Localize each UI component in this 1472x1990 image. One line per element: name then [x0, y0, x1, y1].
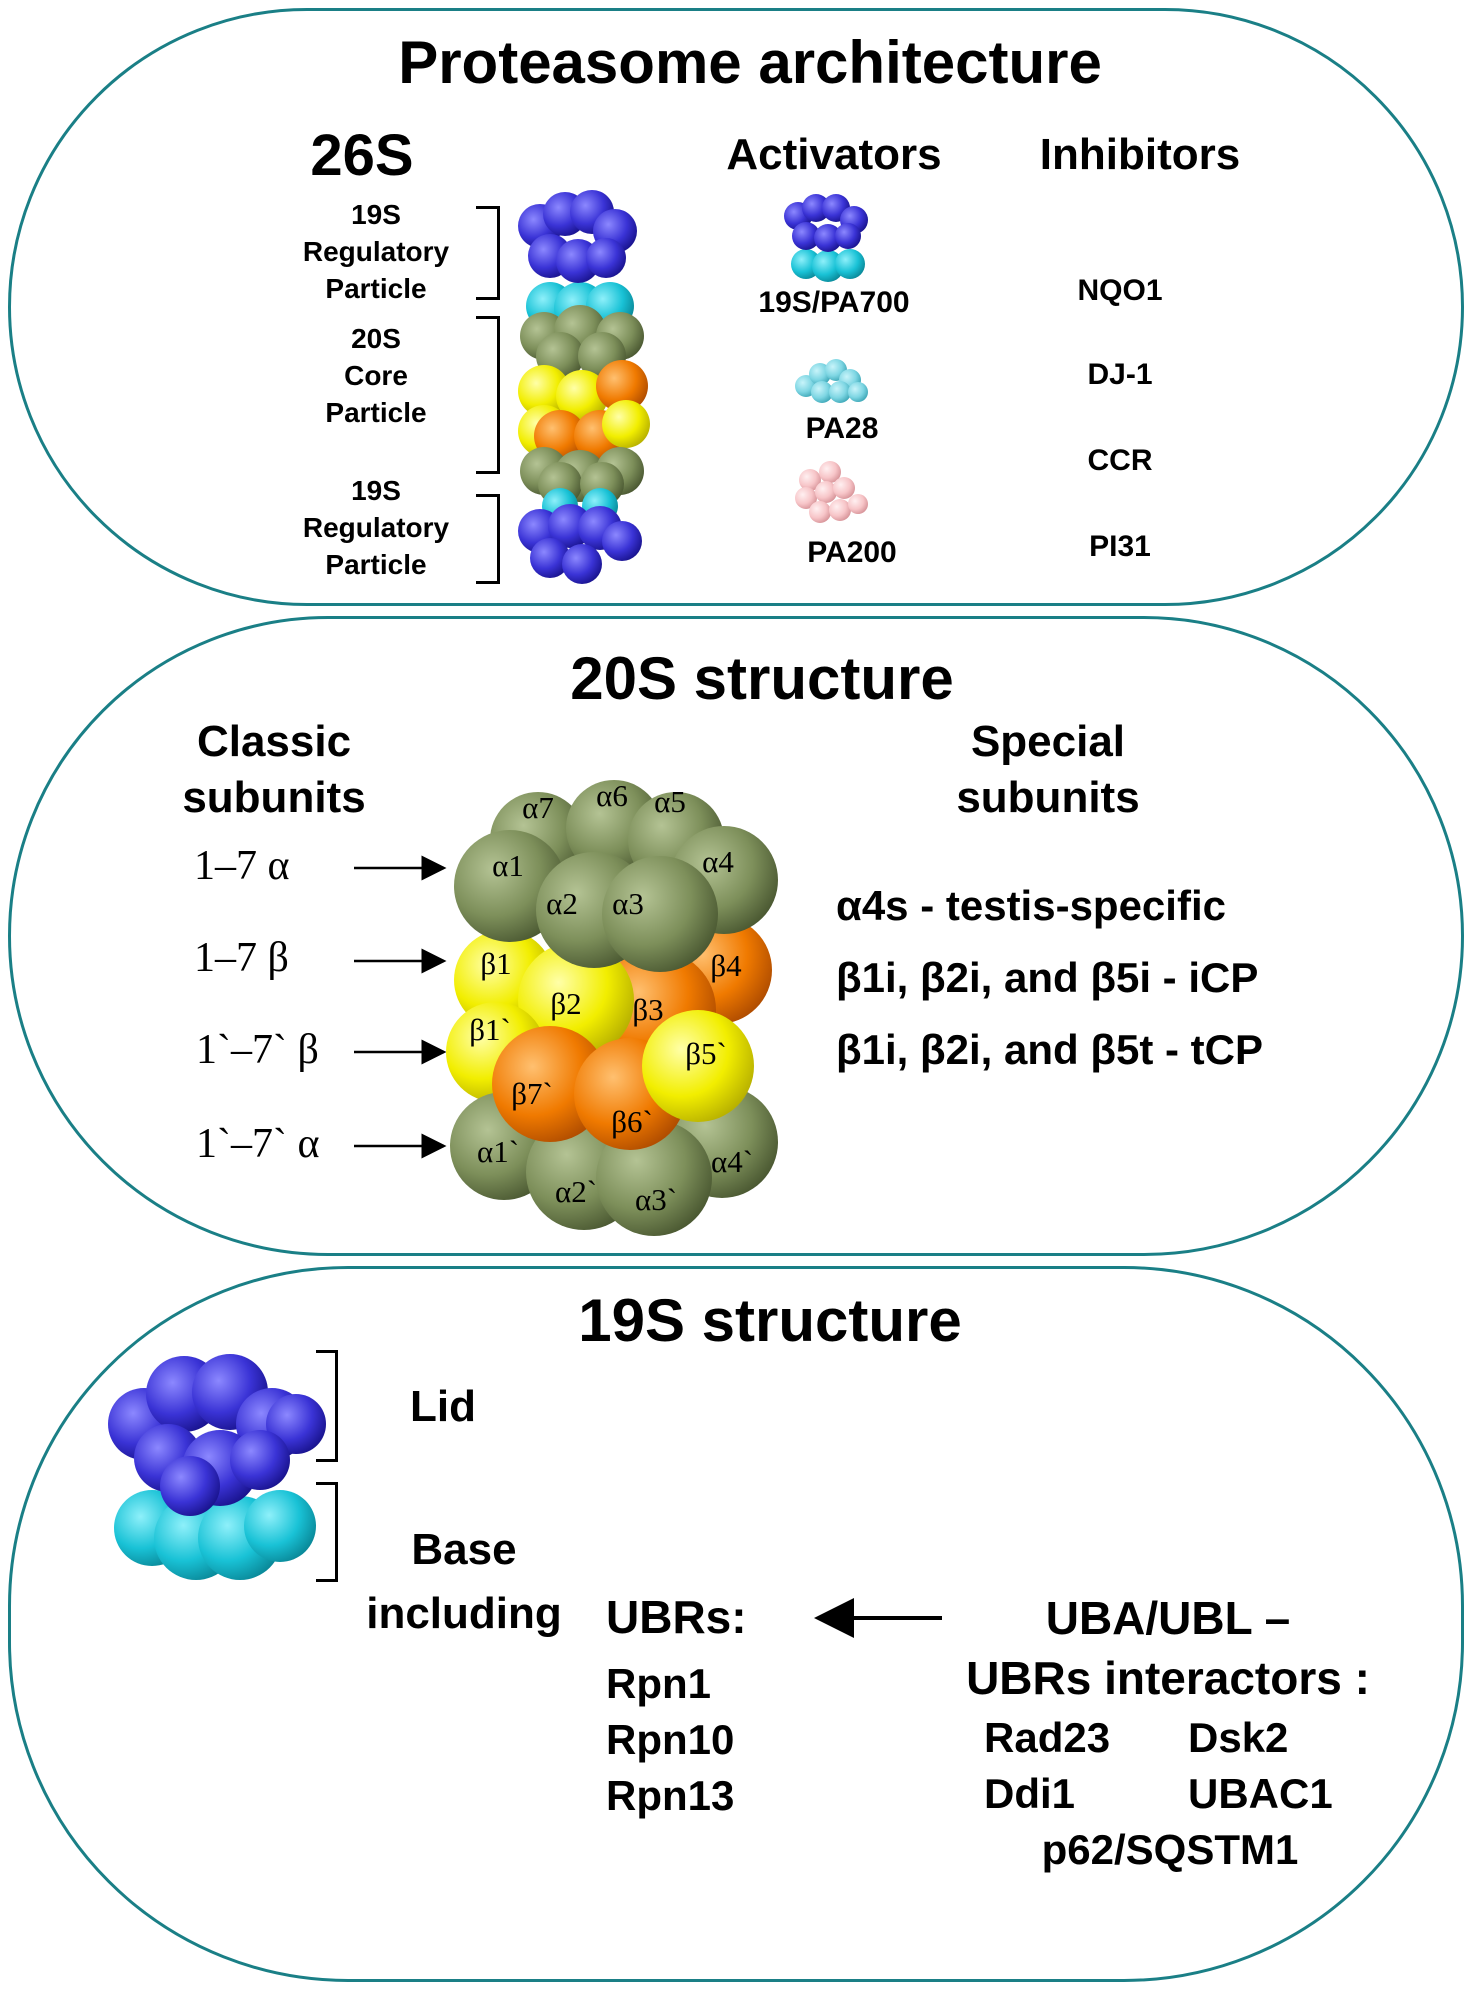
rp-bottom [518, 488, 642, 584]
ubr-rpn1: Rpn1 [606, 1660, 711, 1707]
special-heading: Special subunits [956, 714, 1139, 826]
activator-pa28-icon [795, 359, 868, 403]
label-b7p: β7` [511, 1076, 553, 1111]
bracket-rp-bottom [476, 494, 500, 584]
lid-blue [108, 1354, 326, 1516]
activator-pa200-icon [795, 461, 868, 523]
label-a2: α2 [546, 886, 578, 921]
interactor-ubac1: UBAC1 [1188, 1770, 1333, 1817]
regulatory-particle-19s-illustration [108, 1354, 326, 1580]
rp-bottom-line1: 19S [351, 475, 401, 506]
row-alpha-prime-label: 1`–7` α [196, 1121, 320, 1167]
activator-pa200-label: PA200 [807, 536, 897, 569]
ubr-rpn13: Rpn13 [606, 1772, 735, 1819]
rp-top-label: 19S Regulatory Particle [303, 196, 449, 307]
special-heading-line1: Special [970, 717, 1126, 766]
label-b5p: β5` [685, 1036, 727, 1071]
special-alpha4s: α4s - testis-specific [836, 882, 1226, 929]
base-cyan [114, 1490, 316, 1580]
classic-heading: Classic subunits [182, 714, 365, 826]
label-b3: β3 [632, 992, 663, 1027]
classic-heading-line2: subunits [182, 773, 366, 822]
core-particle-20s-illustration: α7 α6 α5 α1 α4 α2 α3 β1 β4 β2 β3 β1` β5`… [446, 778, 778, 1236]
subunit-b5p [642, 1010, 754, 1122]
label-a1p: α1` [477, 1134, 519, 1169]
activator-pa28-label: PA28 [805, 412, 879, 445]
ubr-rpn10: Rpn10 [606, 1716, 735, 1763]
rp-top-line1: 19S [351, 199, 401, 230]
rp-bottom-line2: Regulatory [302, 512, 450, 543]
special-heading-line2: subunits [956, 773, 1140, 822]
label-a3: α3 [612, 886, 644, 921]
rp-top-line3: Particle [325, 273, 427, 304]
bracket-base [316, 1482, 338, 1582]
label-a7: α7 [522, 790, 554, 825]
structure-20s-title: 20S structure [570, 645, 954, 712]
label-b2: β2 [550, 986, 581, 1021]
row-alpha-label: 1–7 α [194, 843, 290, 889]
interactor-ddi1: Ddi1 [984, 1770, 1076, 1817]
row-beta-prime-label: 1`–7` β [196, 1027, 319, 1073]
label-a2p: α2` [555, 1174, 597, 1209]
inhibitor-dj1: DJ-1 [1087, 358, 1153, 391]
label-b6p: β6` [611, 1104, 653, 1139]
interactors-heading-line2: UBRs interactors : [966, 1652, 1370, 1704]
ubrs-list: Rpn1 Rpn10 Rpn13 [606, 1656, 734, 1824]
rp-bottom-line3: Particle [325, 549, 427, 580]
inhibitor-ccr: CCR [1087, 444, 1153, 477]
bracket-rp-top [476, 206, 500, 300]
interactors-heading-line1: UBA/UBL – [1045, 1592, 1291, 1644]
proteasome-26s-illustration [518, 190, 650, 584]
interactor-p62: p62/SQSTM1 [1041, 1826, 1299, 1873]
base-label-line2: including [366, 1589, 562, 1638]
interactors-heading: UBA/UBL – UBRs interactors : [966, 1588, 1370, 1708]
label-26s: 26S [310, 123, 414, 188]
label-a1: α1 [492, 848, 524, 883]
inhibitors-heading: Inhibitors [1039, 130, 1241, 179]
interactor-dsk2: Dsk2 [1188, 1714, 1289, 1761]
interactor-rad23: Rad23 [984, 1714, 1111, 1761]
architecture-panel [8, 8, 1464, 606]
structure-19s-title: 19S structure [578, 1287, 962, 1354]
classic-heading-line1: Classic [196, 717, 352, 766]
special-icp: β1i, β2i, and β5i - iCP [836, 954, 1259, 1001]
label-b4: β4 [710, 948, 742, 983]
bracket-lid [316, 1350, 338, 1462]
subunit-a3 [602, 856, 718, 972]
rp-top-line2: Regulatory [302, 236, 450, 267]
activator-19s-label: 19S/PA700 [758, 286, 910, 319]
architecture-title: Proteasome architecture [398, 29, 1102, 96]
label-a4p: α4` [711, 1144, 753, 1179]
activator-19s-icon [784, 194, 868, 282]
row-beta-label: 1–7 β [194, 935, 289, 981]
lid-label: Lid [410, 1382, 476, 1431]
label-b1p: β1` [469, 1012, 511, 1047]
rp-top-blue-lid [518, 190, 637, 283]
label-b1: β1 [480, 946, 511, 981]
label-a5: α5 [654, 784, 686, 819]
bracket-cp [476, 316, 500, 474]
activators-heading: Activators [726, 130, 942, 179]
cp-line3: Particle [325, 397, 427, 428]
label-a3p: α3` [635, 1182, 677, 1217]
rp-bottom-label: 19S Regulatory Particle [303, 472, 449, 583]
label-a4: α4 [702, 844, 734, 879]
ubrs-heading: UBRs: [606, 1591, 747, 1643]
base-label-line1: Base [411, 1525, 517, 1574]
inhibitor-nqo1: NQO1 [1077, 274, 1163, 307]
structure-19s-panel [8, 1266, 1464, 1982]
inhibitor-pi31: PI31 [1089, 530, 1151, 563]
cp-line2: Core [344, 360, 408, 391]
special-tcp: β1i, β2i, and β5t - tCP [836, 1026, 1263, 1073]
cp-label: 20S Core Particle [325, 320, 426, 431]
label-a6: α6 [596, 778, 628, 813]
cp-line1: 20S [351, 323, 401, 354]
base-label: Base including [366, 1518, 562, 1646]
